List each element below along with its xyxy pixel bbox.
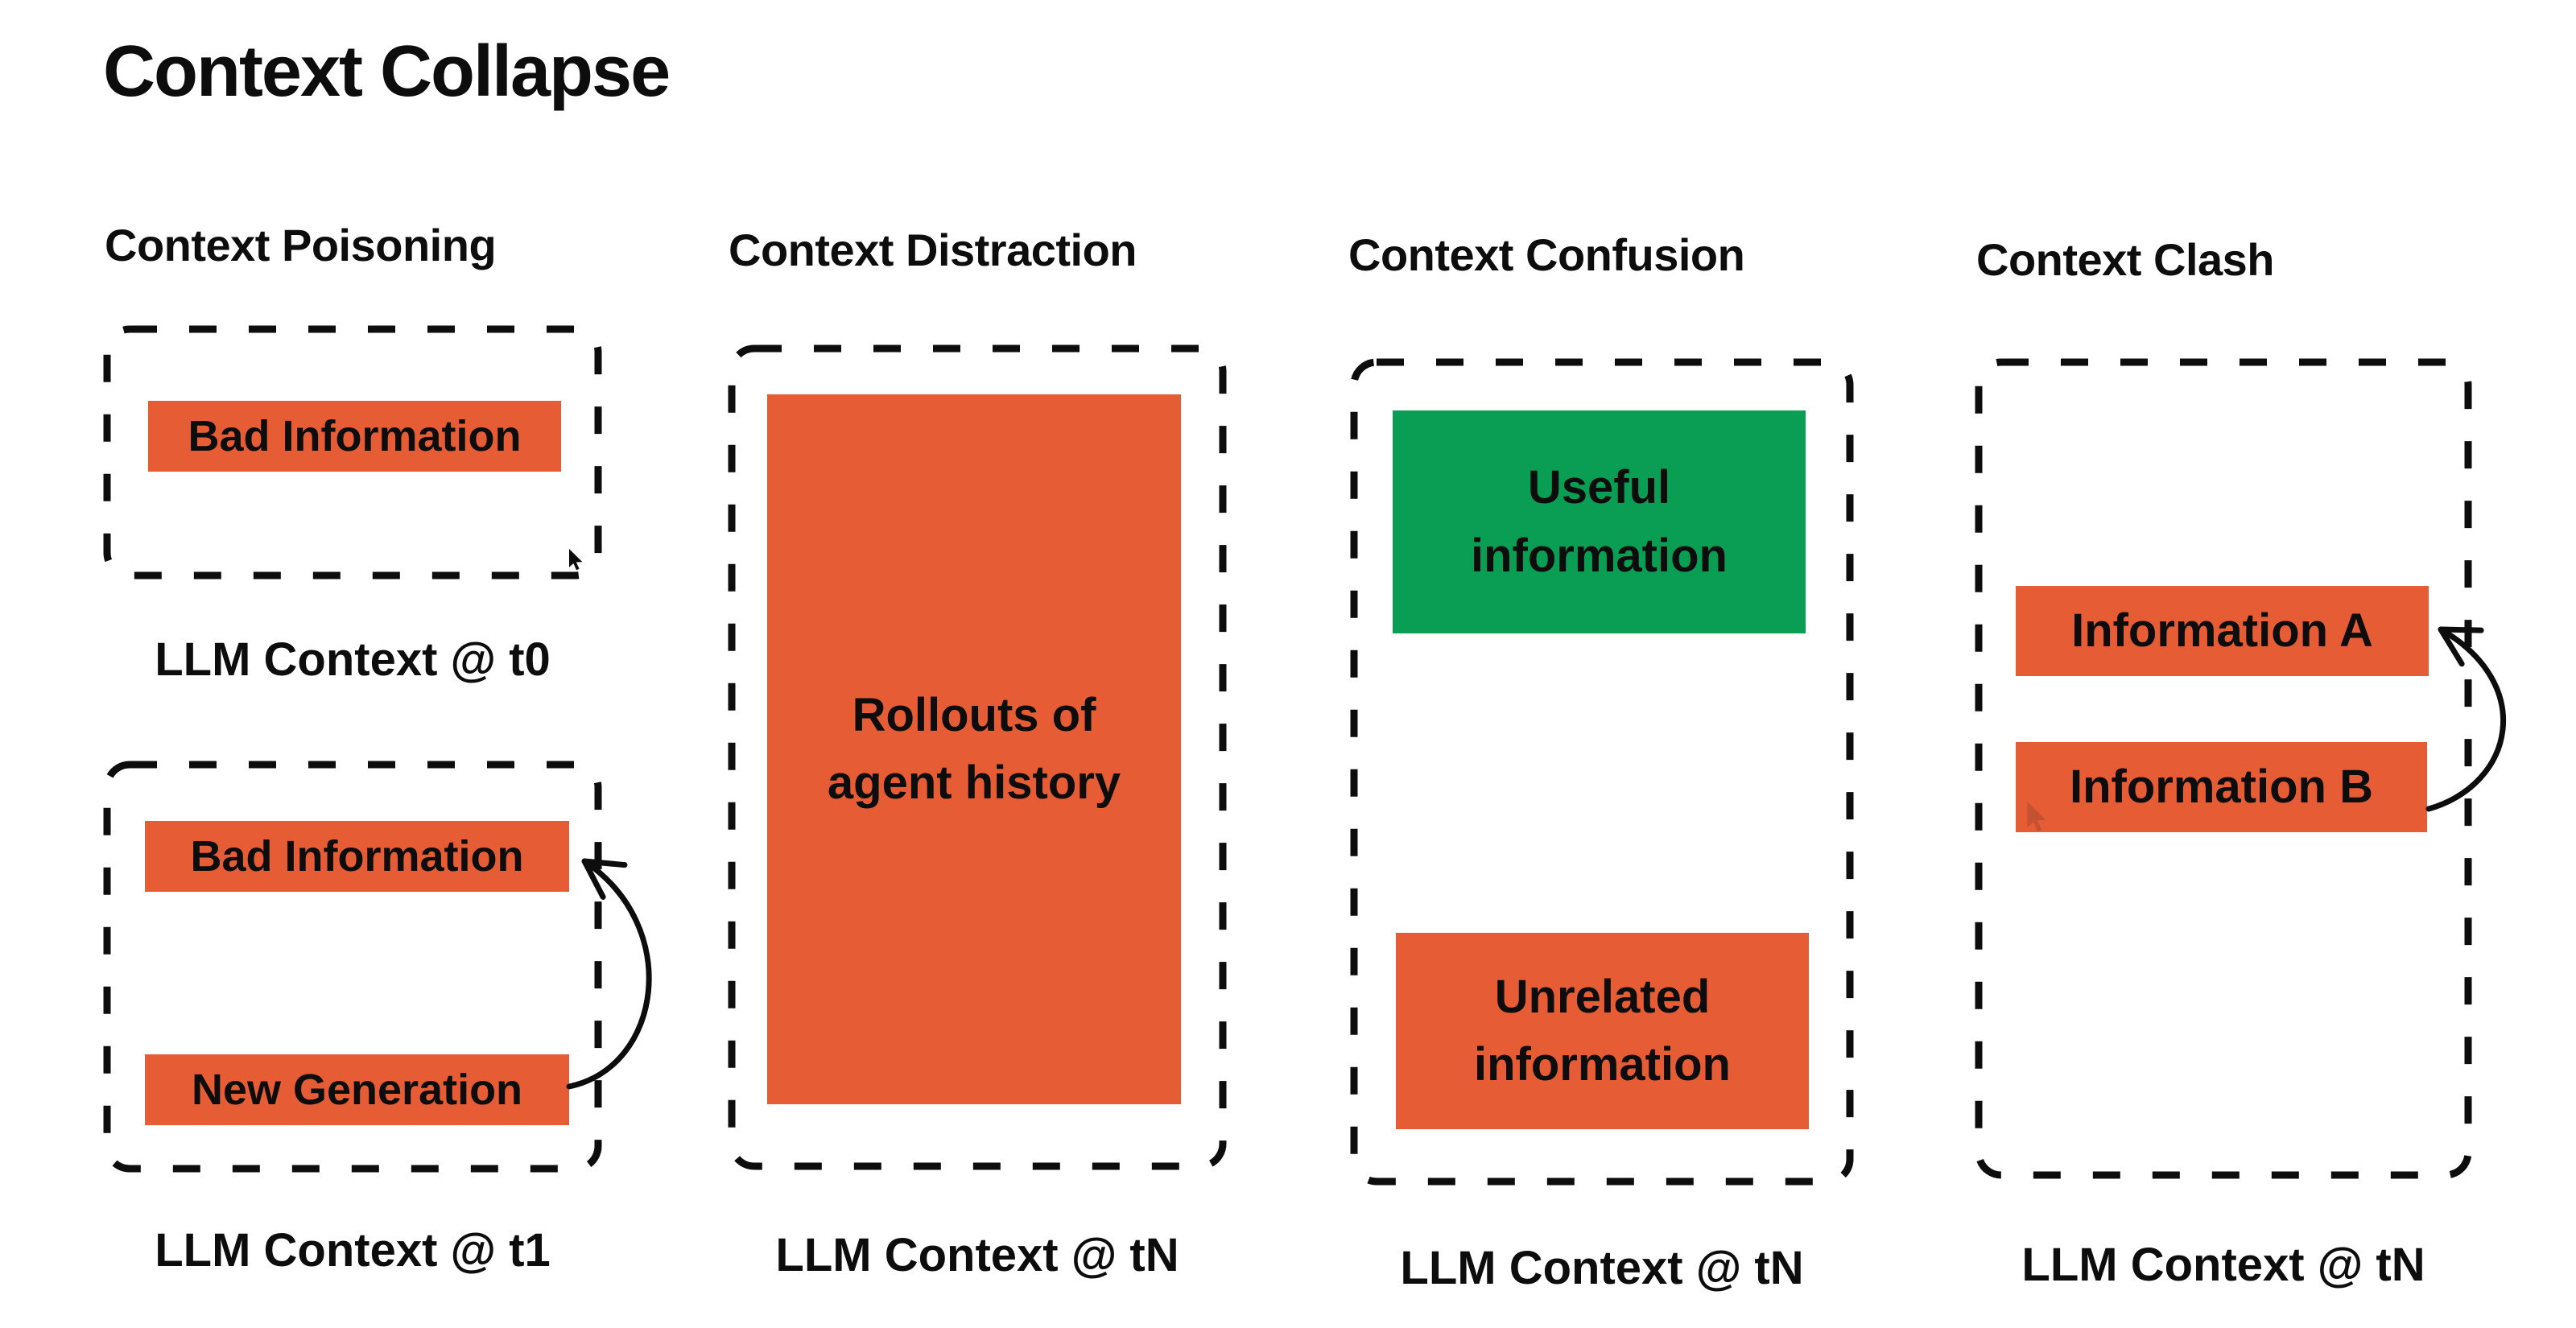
bad-information-label: Bad Information: [188, 411, 522, 460]
llm-context-tn-label-confusion: LLM Context @ tN: [1400, 1242, 1804, 1294]
new-generation-box: New Generation: [145, 1054, 569, 1125]
information-a-box: Information A: [2016, 586, 2429, 676]
useful-information-box: Useful information: [1393, 410, 1806, 633]
mouse-cursor-icon: [569, 549, 583, 571]
information-a-label: Information A: [2071, 604, 2373, 657]
llm-context-tn-label-distraction: LLM Context @ tN: [775, 1229, 1179, 1281]
llm-context-tn-label-clash: LLM Context @ tN: [2021, 1239, 2425, 1291]
bad-information-label: Bad Information: [190, 831, 524, 881]
panel-title-context-confusion: Context Confusion: [1348, 229, 1745, 280]
rollouts-label: Rollouts of agent history: [827, 688, 1121, 809]
unrelated-information-box: Unrelated information: [1396, 933, 1809, 1129]
new-generation-label: New Generation: [191, 1065, 523, 1114]
llm-context-t0-label: LLM Context @ t0: [155, 633, 551, 686]
panel-title-context-poisoning: Context Poisoning: [105, 220, 497, 270]
poisoning-feedback-arrow: [566, 858, 652, 1090]
rollouts-of-agent-history-box: Rollouts of agent history: [767, 394, 1181, 1104]
bad-information-box-t1: Bad Information: [145, 821, 569, 892]
useful-information-label: Useful information: [1471, 461, 1728, 582]
llm-context-t1-label: LLM Context @ t1: [155, 1224, 551, 1276]
bad-information-box: Bad Information: [148, 401, 561, 472]
information-b-box: Information B: [2016, 742, 2427, 832]
information-b-label: Information B: [2070, 760, 2373, 813]
clash-feedback-arrow: [2425, 626, 2507, 812]
page-title: Context Collapse: [103, 31, 671, 112]
unrelated-information-label: Unrelated information: [1474, 970, 1731, 1091]
panel-title-context-clash: Context Clash: [1976, 234, 2275, 285]
panel-title-context-distraction: Context Distraction: [729, 225, 1137, 275]
ghost-cursor-icon: [2027, 802, 2046, 831]
